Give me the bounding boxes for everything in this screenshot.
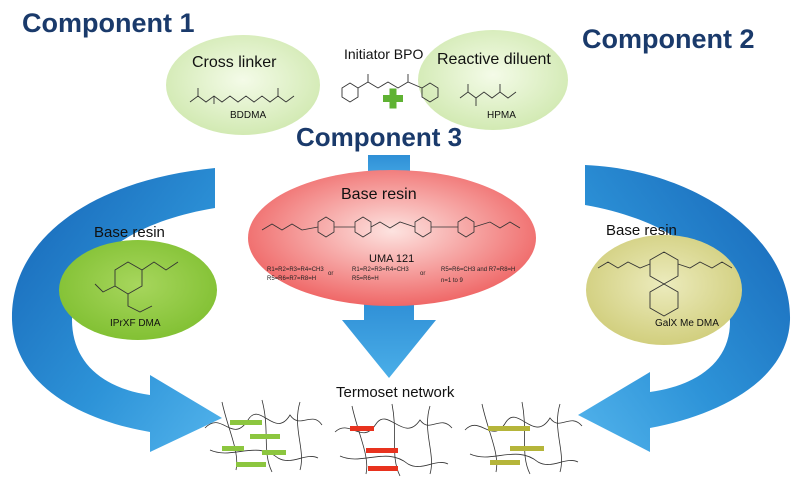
base-resin-center-label: Base resin: [341, 186, 417, 203]
base-resin-left-ellipse: [59, 240, 217, 340]
bars-red: [350, 426, 398, 471]
reactive-diluent-label: Reactive diluent: [437, 51, 551, 68]
base-resin-right-ellipse: [586, 235, 742, 345]
cross-linker-label: Cross linker: [192, 54, 277, 71]
network-red: [334, 403, 453, 477]
base-resin-center-ellipse: [248, 170, 536, 306]
network-olive: [464, 401, 583, 475]
galx-compound: GalX Me DMA: [655, 318, 719, 329]
base-resin-right-label: Base resin: [606, 222, 677, 239]
cross-linker-compound: BDDMA: [230, 110, 267, 121]
plus-icon: [383, 88, 403, 109]
bpo-structure: [341, 74, 439, 103]
network-green: [204, 399, 323, 473]
uma-note-b2: R5=R6=H: [352, 276, 379, 282]
uma-note-c2: n=1 to 9: [441, 278, 463, 284]
bars-green: [222, 420, 286, 467]
component-2-title: Component 2: [582, 24, 755, 54]
network-label: Termoset network: [336, 384, 455, 401]
uma-note-b1: R1=R2=R3=R4=CH3: [352, 267, 409, 273]
galx-structure: [597, 251, 733, 317]
uma-or-2: or: [420, 271, 426, 277]
uma-compound: UMA 121: [369, 253, 415, 265]
component-1-title: Component 1: [22, 8, 195, 38]
iprxf-structure: [94, 261, 179, 313]
right-curved-arrow: [578, 165, 791, 452]
initiator-label: Initiator BPO: [344, 46, 424, 62]
reactive-diluent-ellipse: [418, 30, 568, 130]
reactive-diluent-compound: HPMA: [487, 110, 516, 121]
iprxf-compound: IPrXF DMA: [110, 318, 161, 329]
left-curved-arrow: [11, 168, 222, 452]
uma-structure: [261, 216, 521, 238]
base-resin-left-label: Base resin: [94, 224, 165, 241]
bars-olive: [488, 426, 544, 465]
center-down-arrow: [342, 300, 436, 378]
uma-note-a1: R1=R2=R3=R4=CH3: [267, 267, 324, 273]
component-3-title: Component 3: [296, 122, 463, 152]
uma-note-a2: R5=R6=R7=R8=H: [267, 276, 317, 282]
uma-or-1: or: [328, 271, 334, 277]
cross-linker-ellipse: [166, 35, 320, 135]
bddma-structure: [189, 88, 295, 104]
hpma-structure: [459, 84, 517, 106]
uma-note-c1: R5=R6=CH3 and R7=R8=H: [441, 267, 516, 273]
